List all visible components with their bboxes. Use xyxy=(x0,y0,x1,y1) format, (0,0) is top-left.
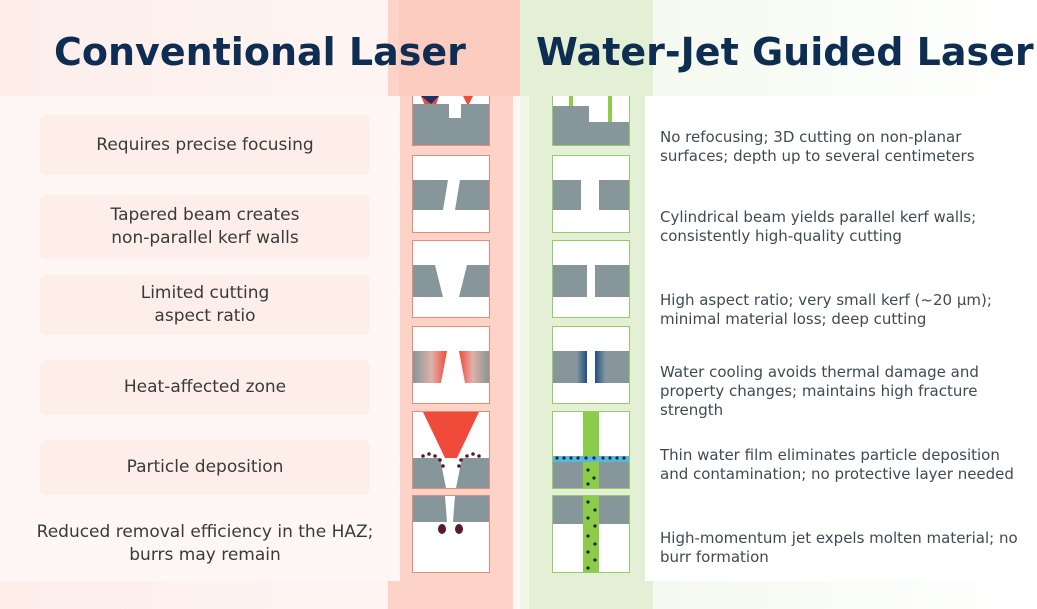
waterjet-burr-free-illustration xyxy=(552,495,630,573)
waterjet-aspect-ratio-illustration xyxy=(552,240,630,318)
conventional-row-label: Requires precise focusing xyxy=(96,134,314,155)
conventional-row-label: Limited cutting aspect ratio xyxy=(140,283,270,326)
waterjet-no-refocusing-illustration xyxy=(552,96,630,146)
conventional-particle-deposition-illustration xyxy=(412,411,490,489)
conventional-tapered-kerf-illustration xyxy=(412,155,490,233)
waterjet-row-particle-deposition: Thin water film eliminates particle depo… xyxy=(660,446,1014,483)
waterjet-parallel-kerf-illustration xyxy=(552,155,630,233)
waterjet-row-kerf-walls: Cylindrical beam yields parallel kerf wa… xyxy=(660,208,977,245)
waterjet-laser-heading: Water-Jet Guided Laser xyxy=(536,30,1034,74)
waterjet-row-heat-affected-zone: Water cooling avoids thermal damage and … xyxy=(660,363,979,419)
conventional-laser-heading: Conventional Laser xyxy=(54,30,466,74)
waterjet-row-focusing: No refocusing; 3D cutting on non-planar … xyxy=(660,128,975,165)
conventional-row-label: Particle deposition xyxy=(126,457,284,477)
waterjet-film-illustration xyxy=(552,411,630,489)
conventional-label-panel xyxy=(0,96,400,581)
conventional-row-heat-affected-zone: Heat-affected zone xyxy=(40,360,370,415)
conventional-row-burrs: Reduced removal efficiency in the HAZ; b… xyxy=(24,518,386,570)
conventional-row-label: Reduced removal efficiency in the HAZ; b… xyxy=(36,522,374,565)
waterjet-row-burrs: High-momentum jet expels molten material… xyxy=(660,529,1018,566)
waterjet-row-aspect-ratio: High aspect ratio; very small kerf (~20 … xyxy=(660,291,992,328)
conventional-heat-affected-zone-illustration xyxy=(412,326,490,404)
waterjet-illustration-column-top xyxy=(520,0,645,96)
conventional-illustration-column-top xyxy=(399,0,520,96)
conventional-focusing-illustration xyxy=(412,96,490,146)
waterjet-cooling-illustration xyxy=(552,326,630,404)
conventional-row-label: Heat-affected zone xyxy=(123,377,287,397)
conventional-aspect-ratio-illustration xyxy=(412,240,490,318)
conventional-row-label: Tapered beam creates non-parallel kerf w… xyxy=(110,205,300,248)
conventional-row-kerf-walls: Tapered beam creates non-parallel kerf w… xyxy=(40,195,370,259)
waterjet-description-panel xyxy=(645,96,1037,581)
conventional-row-focusing: Requires precise focusing xyxy=(40,115,370,175)
conventional-row-aspect-ratio: Limited cutting aspect ratio xyxy=(40,275,370,335)
conventional-burr-illustration xyxy=(412,495,490,573)
conventional-row-particle-deposition: Particle deposition xyxy=(40,440,370,495)
